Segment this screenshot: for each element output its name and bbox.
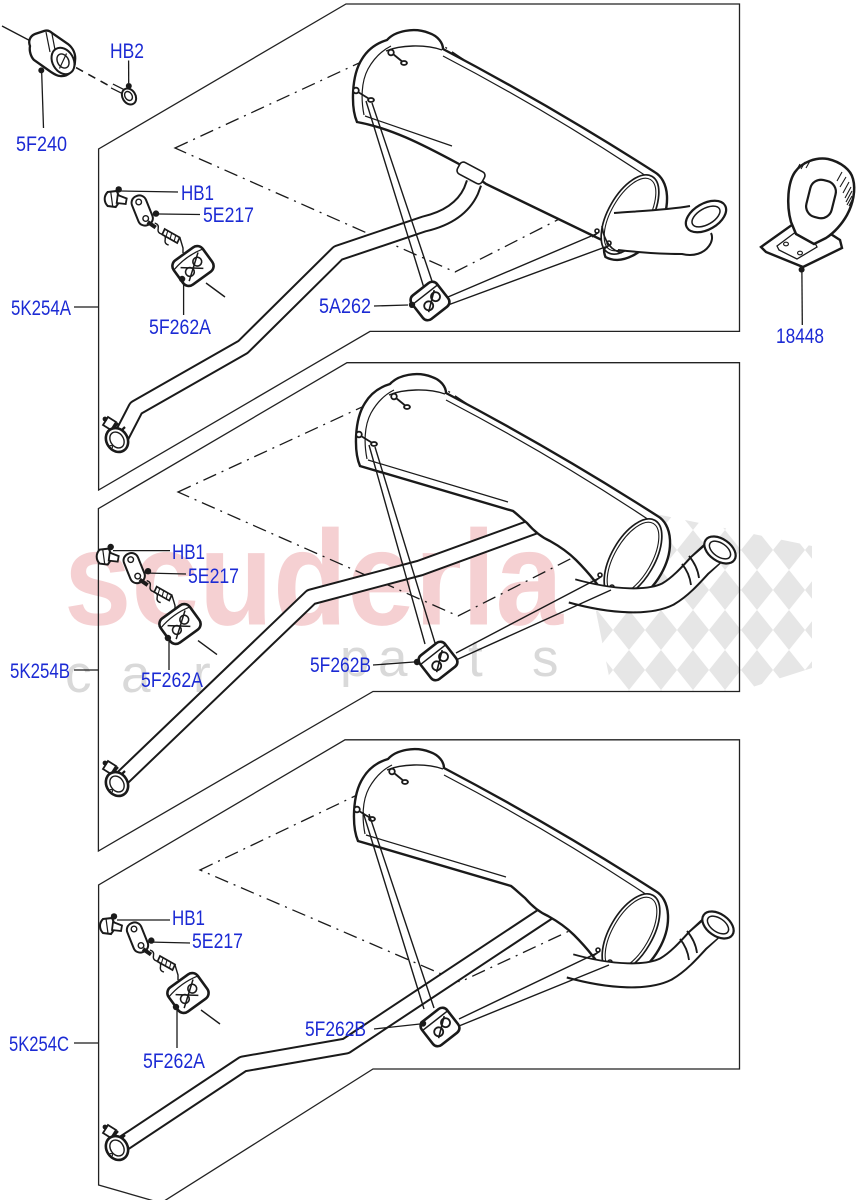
svg-text:a: a <box>121 645 151 704</box>
svg-text:5K254C: 5K254C <box>9 1033 69 1056</box>
svg-text:HB1: HB1 <box>181 182 214 205</box>
svg-text:5F262B: 5F262B <box>305 1018 366 1041</box>
svg-text:5F262B: 5F262B <box>310 654 371 677</box>
svg-text:HB1: HB1 <box>172 907 205 930</box>
svg-text:5E217: 5E217 <box>192 930 243 953</box>
svg-text:5K254A: 5K254A <box>11 297 71 320</box>
svg-text:5F262A: 5F262A <box>143 1050 205 1073</box>
svg-text:c: c <box>65 645 92 704</box>
svg-text:t: t <box>468 629 483 688</box>
svg-text:scuderia: scuderia <box>64 503 564 654</box>
svg-text:5F262A: 5F262A <box>149 316 211 339</box>
svg-text:5E217: 5E217 <box>203 204 254 227</box>
svg-text:HB1: HB1 <box>172 541 205 564</box>
svg-text:18448: 18448 <box>776 325 824 348</box>
svg-text:p: p <box>340 629 369 688</box>
svg-text:HB2: HB2 <box>110 40 144 63</box>
svg-text:5E217: 5E217 <box>188 565 239 588</box>
svg-text:5F262A: 5F262A <box>141 669 203 692</box>
svg-text:5A262: 5A262 <box>319 295 371 318</box>
svg-text:a: a <box>378 629 408 688</box>
svg-text:5K254B: 5K254B <box>10 660 70 683</box>
svg-text:s: s <box>532 629 559 688</box>
svg-text:5F240: 5F240 <box>16 133 67 156</box>
